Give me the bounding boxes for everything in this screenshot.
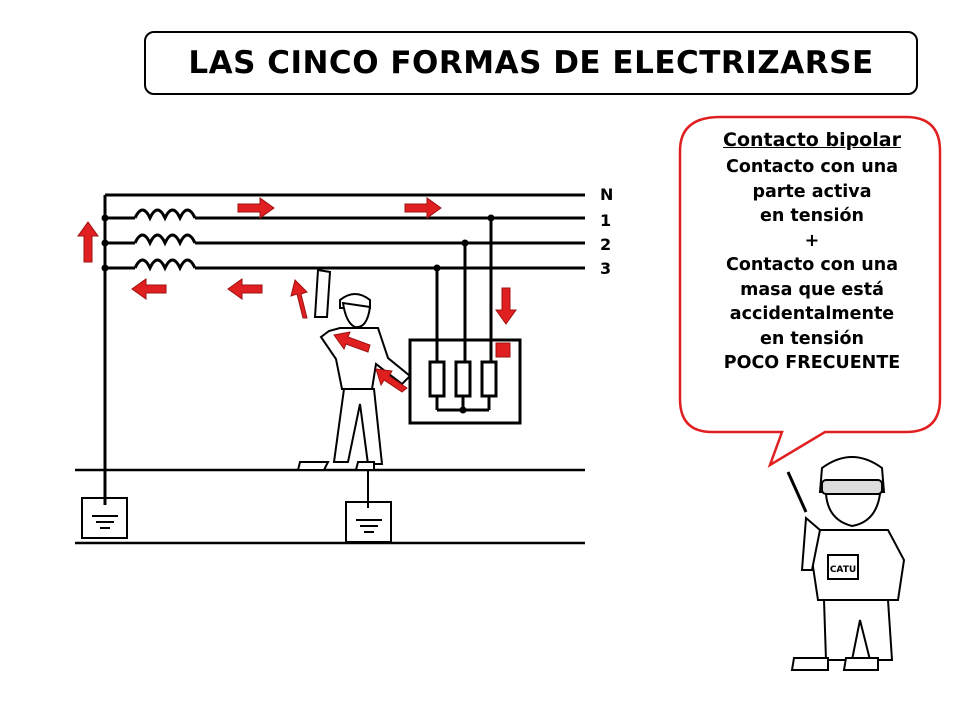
bubble-line: masa que está (740, 279, 884, 300)
bubble-line: POCO FRECUENTE (723, 353, 901, 373)
bubble-text: Contacto bipolar Contacto con una parte … (684, 126, 940, 376)
bubble-title: Contacto bipolar (723, 129, 901, 151)
bubble-line: Contacto con una (725, 255, 899, 275)
arrow-up-icon (77, 221, 99, 263)
line-label-2: 2 (600, 235, 611, 254)
technician-mascot: CATU (786, 456, 906, 671)
arrow-down-icon (495, 287, 517, 325)
bubble-line: accidentalmente (729, 304, 895, 324)
line-label-n: N (600, 185, 613, 204)
bubble-line: en tensión (759, 328, 864, 349)
bubble-line: en tensión (759, 206, 864, 226)
fault-marker-icon (495, 342, 511, 358)
junction-dots (101, 214, 495, 414)
arrow-diag-icon (375, 368, 408, 393)
arrow-diag-icon (333, 331, 371, 353)
mascot-badge: CATU (830, 565, 856, 575)
circuit-wiring (75, 193, 585, 545)
page-title: LAS CINCO FORMAS DE ELECTRIZARSE (144, 31, 918, 95)
arrow-up-diag-icon (290, 279, 308, 319)
bubble-line: + (804, 230, 820, 251)
worker-figure (296, 268, 412, 471)
arrow-left-icon (131, 278, 167, 300)
line-label-3: 3 (600, 259, 611, 278)
line-label-1: 1 (600, 211, 611, 230)
current-arrows (77, 197, 517, 393)
arrow-right-icon (237, 197, 275, 219)
arrow-right-icon (404, 197, 442, 219)
bubble-line: Contacto con una (725, 157, 899, 177)
arrow-left-icon (227, 278, 263, 300)
speech-bubble (678, 115, 942, 468)
bubble-line: parte activa (752, 181, 872, 202)
